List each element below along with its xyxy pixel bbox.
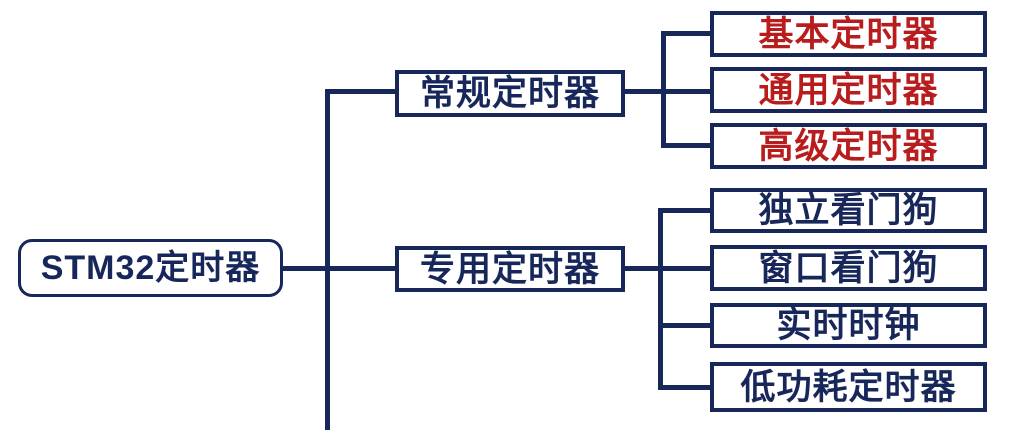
node-advanced-timer-label: 高级定时器 — [758, 126, 939, 166]
node-low-power-timer: 低功耗定时器 — [710, 362, 987, 412]
connector-stub-advanced-timer — [661, 143, 710, 148]
connector-branch1-right — [625, 89, 710, 94]
node-rtc-label: 实时时钟 — [776, 306, 921, 345]
connector-stub-independent-watchdog — [658, 208, 710, 213]
node-window-watchdog-label: 窗口看门狗 — [758, 248, 939, 288]
node-advanced-timer: 高级定时器 — [710, 123, 987, 169]
node-general-timer-label: 通用定时器 — [758, 70, 939, 110]
node-rtc: 实时时钟 — [710, 303, 987, 348]
node-branch-regular-timers-label: 常规定时器 — [419, 74, 600, 113]
node-root: STM32定时器 — [18, 239, 283, 297]
node-low-power-timer-label: 低功耗定时器 — [740, 367, 957, 407]
connector-branch2-right — [625, 266, 710, 271]
node-general-timer: 通用定时器 — [710, 67, 987, 113]
node-basic-timer-label: 基本定时器 — [758, 14, 939, 54]
connector-root-horizontal — [283, 266, 395, 271]
connector-stub-low-power-timer — [658, 385, 710, 390]
node-branch-dedicated-timers-label: 专用定时器 — [419, 249, 600, 289]
node-branch-regular-timers: 常规定时器 — [395, 70, 625, 117]
node-root-label: STM32定时器 — [40, 249, 261, 287]
connector-stub-rtc — [658, 323, 710, 328]
node-window-watchdog: 窗口看门狗 — [710, 245, 987, 291]
node-independent-watchdog: 独立看门狗 — [710, 188, 987, 233]
node-branch-dedicated-timers: 专用定时器 — [395, 246, 625, 292]
connector-branch2-children-vertical — [658, 208, 663, 390]
node-independent-watchdog-label: 独立看门狗 — [758, 191, 939, 230]
node-basic-timer: 基本定时器 — [710, 11, 987, 57]
connector-branch1-top — [325, 89, 395, 94]
connector-trunk-vertical — [325, 89, 330, 430]
connector-stub-basic-timer — [661, 31, 710, 36]
connector-branch1-children-vertical — [661, 31, 666, 148]
